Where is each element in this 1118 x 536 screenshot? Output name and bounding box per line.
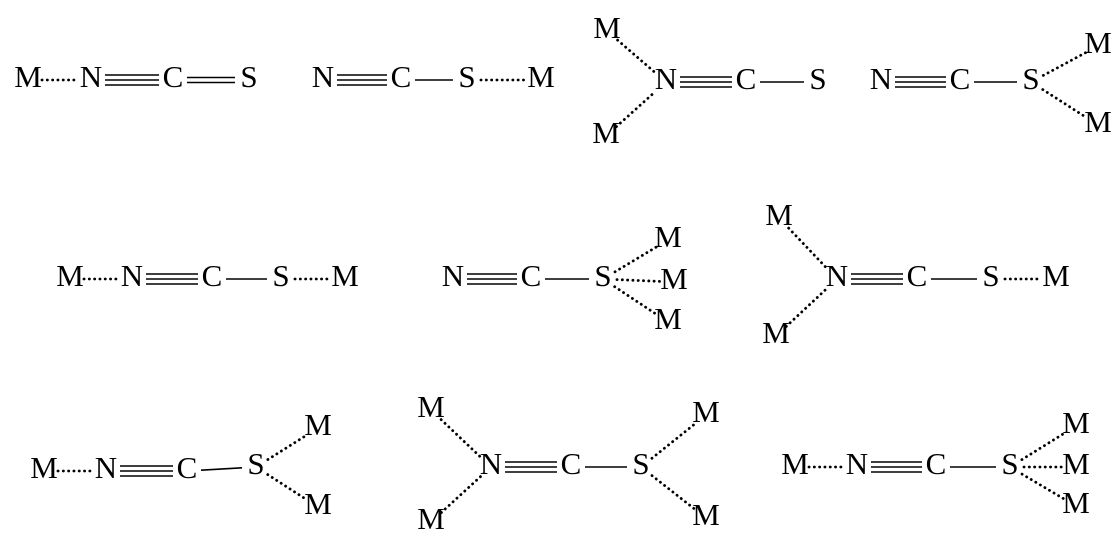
atom-label: S bbox=[1001, 446, 1018, 481]
coordination-bond bbox=[615, 89, 657, 129]
atom-label: N bbox=[95, 450, 117, 485]
coordination-bond bbox=[1041, 88, 1088, 119]
atom-label: M bbox=[1042, 258, 1070, 293]
molecule-4: N C S M M bbox=[870, 25, 1112, 139]
atom-label: N bbox=[80, 59, 102, 94]
coordination-bond bbox=[613, 245, 658, 274]
coordination-bond bbox=[439, 475, 483, 514]
atom-label: S bbox=[272, 258, 289, 293]
coordination-bond bbox=[1041, 51, 1088, 77]
atom-label: M bbox=[527, 59, 555, 94]
coordination-bond bbox=[439, 418, 483, 459]
atom-label: M bbox=[654, 219, 682, 254]
coordination-bond bbox=[613, 285, 658, 316]
atom-label: M bbox=[1084, 104, 1112, 139]
atom-label: C bbox=[177, 450, 198, 485]
atom-label: N bbox=[826, 258, 848, 293]
atom-label: M bbox=[417, 501, 445, 536]
atom-label: M bbox=[56, 258, 84, 293]
atom-label: M bbox=[1062, 405, 1090, 440]
atom-label: S bbox=[594, 258, 611, 293]
atom-label: M bbox=[692, 497, 720, 532]
coordination-bond bbox=[650, 422, 697, 460]
atom-label: M bbox=[30, 450, 58, 485]
atom-label: M bbox=[765, 197, 793, 232]
atom-label: M bbox=[1084, 25, 1112, 60]
single-bond bbox=[200, 467, 243, 471]
atom-label: C bbox=[163, 59, 184, 94]
coordination-bond bbox=[1020, 431, 1066, 462]
atom-label: N bbox=[870, 61, 892, 96]
atom-label: S bbox=[240, 59, 257, 94]
coordination-bond bbox=[787, 226, 829, 271]
atom-label: M bbox=[593, 10, 621, 45]
atom-label: S bbox=[982, 258, 999, 293]
coordination-bond bbox=[616, 38, 657, 75]
atom-label: N bbox=[480, 446, 502, 481]
atom-label: M bbox=[304, 407, 332, 442]
atom-label: M bbox=[14, 59, 42, 94]
coordination-bond bbox=[615, 278, 662, 283]
atom-label: M bbox=[692, 394, 720, 429]
atom-label: N bbox=[442, 258, 464, 293]
atom-label: M bbox=[417, 389, 445, 424]
molecule-3: M MN C S bbox=[592, 10, 826, 150]
atom-label: C bbox=[391, 59, 412, 94]
coordination-bond bbox=[784, 287, 829, 328]
atom-label: C bbox=[907, 258, 928, 293]
atom-label: C bbox=[521, 258, 542, 293]
atom-label: S bbox=[1022, 61, 1039, 96]
atom-label: N bbox=[312, 59, 334, 94]
molecule-8: M N C S M M bbox=[30, 407, 332, 521]
atom-label: N bbox=[121, 258, 143, 293]
atom-label: S bbox=[632, 446, 649, 481]
atom-label: S bbox=[809, 61, 826, 96]
atom-label: M bbox=[331, 258, 359, 293]
atom-label: M bbox=[592, 115, 620, 150]
atom-label: M bbox=[654, 301, 682, 336]
atom-label: S bbox=[247, 446, 264, 481]
atom-label: M bbox=[1062, 485, 1090, 520]
atom-label: S bbox=[458, 59, 475, 94]
atom-label: M bbox=[781, 446, 809, 481]
atom-label: M bbox=[304, 486, 332, 521]
atom-label: N bbox=[846, 446, 868, 481]
atom-label: M bbox=[660, 261, 688, 296]
atom-label: C bbox=[561, 446, 582, 481]
atom-label: C bbox=[202, 258, 223, 293]
atom-label: C bbox=[926, 446, 947, 481]
coordination-bond bbox=[266, 473, 308, 501]
coordination-bond bbox=[1020, 472, 1066, 501]
atom-label: M bbox=[1062, 446, 1090, 481]
coordination-bond bbox=[650, 474, 697, 511]
atom-label: N bbox=[655, 61, 677, 96]
atom-label: M bbox=[762, 315, 790, 350]
atom-label: C bbox=[950, 61, 971, 96]
coordination-bond bbox=[266, 434, 308, 461]
atom-label: C bbox=[736, 61, 757, 96]
